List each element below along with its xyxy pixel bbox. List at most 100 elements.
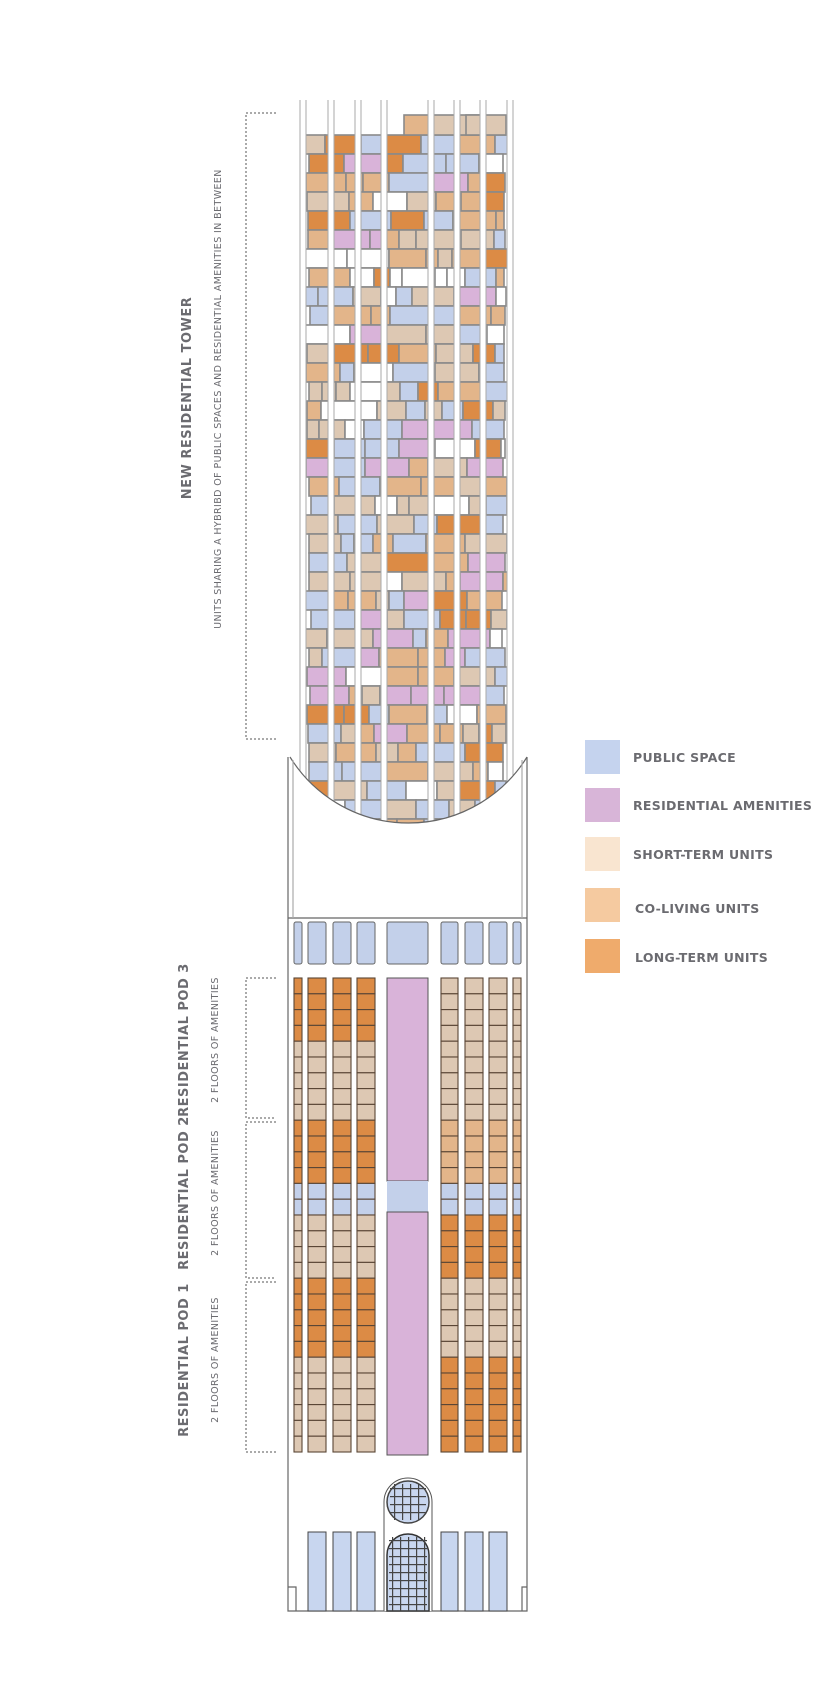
public-bay bbox=[440, 921, 459, 965]
pod-unit-short bbox=[488, 1309, 508, 1327]
pod-2-bracket bbox=[245, 1121, 276, 1279]
pod-unit-long bbox=[464, 1261, 484, 1279]
pod-unit-long bbox=[332, 977, 352, 995]
window-mullion bbox=[410, 1484, 412, 1520]
tower-unit bbox=[349, 267, 375, 288]
tower-unit bbox=[390, 210, 425, 231]
tower-unit bbox=[445, 153, 480, 174]
pod-unit-short bbox=[488, 1056, 508, 1074]
pod-unit-short bbox=[332, 1246, 352, 1263]
pod-unit-short bbox=[488, 1072, 508, 1090]
pod-unit-short bbox=[332, 1419, 352, 1437]
pod-unit-long bbox=[307, 1325, 327, 1342]
pod-unit-short bbox=[356, 1435, 376, 1453]
tower-unit bbox=[484, 191, 505, 212]
tower-unit bbox=[494, 343, 505, 364]
pod-unit-public bbox=[307, 1198, 327, 1216]
pod-unit-public bbox=[293, 1182, 303, 1200]
public-bay bbox=[488, 921, 508, 965]
tower-unit bbox=[359, 400, 378, 421]
pod-unit-public bbox=[440, 1182, 459, 1200]
pod-unit-long bbox=[464, 1372, 484, 1390]
pod-unit-coliving bbox=[464, 1151, 484, 1169]
pod-unit-long bbox=[293, 1340, 303, 1358]
tower-unit bbox=[304, 248, 348, 269]
tower-unit bbox=[430, 590, 468, 611]
window-mullion bbox=[394, 1484, 396, 1520]
pod-unit-short bbox=[307, 1261, 327, 1279]
pod-unit-short bbox=[440, 1277, 459, 1295]
ground-glass-bay bbox=[356, 1531, 376, 1612]
pod-unit-long bbox=[488, 1435, 508, 1453]
pod-unit-long bbox=[332, 1009, 352, 1026]
pod-unit-short bbox=[356, 1214, 376, 1232]
pod-unit-long bbox=[512, 1372, 522, 1390]
pod-unit-long bbox=[307, 1009, 327, 1026]
pod-unit-long bbox=[512, 1388, 522, 1406]
pod-unit-short bbox=[307, 1356, 327, 1374]
pod-unit-long bbox=[293, 1151, 303, 1169]
pod-unit-short bbox=[332, 1261, 352, 1279]
window-mullion bbox=[418, 1484, 420, 1520]
tower-unit bbox=[467, 172, 482, 193]
ground-floor bbox=[307, 1477, 508, 1612]
pod-unit-long bbox=[332, 1024, 352, 1042]
pod-unit-long bbox=[356, 1167, 376, 1184]
pod-unit-short bbox=[332, 1356, 352, 1374]
legend-label: LONG-TERM UNITS bbox=[635, 950, 768, 965]
pod-unit-public bbox=[512, 1198, 522, 1216]
tower-pillar bbox=[327, 100, 335, 823]
pod-unit-short bbox=[293, 1072, 303, 1090]
pod-unit-short bbox=[293, 1261, 303, 1279]
pod-unit-long bbox=[440, 1372, 459, 1390]
tower-unit bbox=[488, 818, 505, 823]
tower-unit bbox=[382, 666, 419, 687]
pod-unit-long bbox=[464, 1230, 484, 1248]
pod-unit-short bbox=[356, 1072, 376, 1090]
tower-unit bbox=[395, 286, 413, 307]
tower-pillar bbox=[427, 100, 435, 823]
pod-unit-coliving bbox=[440, 1135, 459, 1153]
pod-unit-coliving bbox=[512, 1119, 522, 1137]
tower-unit bbox=[361, 685, 381, 706]
pod-unit-short bbox=[464, 1277, 484, 1295]
pod-unit-long bbox=[332, 1309, 352, 1327]
pod-unit-short bbox=[293, 1230, 303, 1248]
pod-unit-short bbox=[307, 1214, 327, 1232]
pod-unit-short bbox=[440, 1325, 459, 1342]
pod-unit-short bbox=[307, 1246, 327, 1263]
pod-unit-long bbox=[307, 1293, 327, 1311]
pod-unit-long bbox=[440, 1404, 459, 1421]
pod-unit-short bbox=[488, 993, 508, 1011]
tower-unit bbox=[308, 153, 345, 174]
pod-unit-short bbox=[307, 1072, 327, 1090]
tower-unit bbox=[494, 134, 509, 155]
pod-unit-long bbox=[307, 977, 327, 995]
tower-unit bbox=[420, 476, 457, 497]
pod-unit-public bbox=[512, 1182, 522, 1200]
pod-unit-coliving bbox=[488, 1135, 508, 1153]
tower-unit bbox=[306, 704, 345, 725]
pod-unit-long bbox=[356, 1277, 376, 1295]
pod-unit-long bbox=[332, 1119, 352, 1137]
pod-unit-public bbox=[332, 1198, 352, 1216]
pod-unit-long bbox=[440, 1419, 459, 1437]
tower-unit bbox=[439, 609, 467, 630]
tower-unit bbox=[308, 799, 346, 820]
tower-unit bbox=[436, 818, 476, 823]
tower-unit bbox=[382, 324, 427, 345]
pod-3-title: RESIDENTIAL POD 3 bbox=[177, 963, 192, 1117]
pod-unit-long bbox=[464, 1356, 484, 1374]
pod-unit-long bbox=[293, 1325, 303, 1342]
tower-pillar bbox=[380, 100, 388, 823]
tower-unit bbox=[386, 609, 405, 630]
pod-unit-long bbox=[440, 1435, 459, 1453]
pod-unit-long bbox=[440, 1246, 459, 1263]
pod-unit-long bbox=[512, 1230, 522, 1248]
pod-1-bracket bbox=[245, 1281, 276, 1453]
pod-unit-short bbox=[488, 1325, 508, 1342]
tower-unit bbox=[434, 267, 448, 288]
public-bay bbox=[293, 921, 303, 965]
pod-1-title: RESIDENTIAL POD 1 bbox=[177, 1283, 192, 1437]
tower-unit bbox=[329, 305, 372, 326]
